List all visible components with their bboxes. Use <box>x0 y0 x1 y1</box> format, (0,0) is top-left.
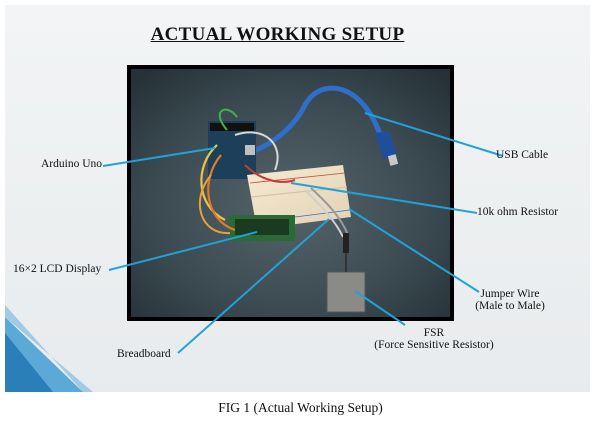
fsr-tail <box>343 233 349 253</box>
label-lcd: 16×2 LCD Display <box>13 263 102 275</box>
wire-red <box>244 164 296 183</box>
label-jumper: Jumper Wire (Male to Male) <box>473 288 547 312</box>
accent-stripe-dark <box>5 333 53 392</box>
wire-green <box>218 108 238 131</box>
label-arduino: Arduino Uno <box>41 158 103 170</box>
label-fsr: FSR (Force Sensitive Resistor) <box>367 327 501 351</box>
wire-orange <box>207 154 236 232</box>
leader-lines <box>102 112 504 354</box>
label-jumper-line1: Jumper Wire <box>480 288 540 300</box>
leader-fsr <box>354 290 406 326</box>
usb-connector <box>387 154 399 166</box>
arduino-header <box>210 123 254 131</box>
slide-artwork <box>5 65 504 392</box>
label-resistor: 10k ohm Resistor <box>477 206 559 218</box>
leader-arduino <box>102 147 216 167</box>
wire-to-fsr-a <box>304 189 344 238</box>
wire-amber <box>198 174 231 235</box>
wire-to-fsr-b <box>310 187 349 236</box>
arduino-usb-port <box>245 145 255 155</box>
wire-white <box>234 131 279 171</box>
slide-title: ACTUAL WORKING SETUP <box>150 24 405 45</box>
leader-breadboard <box>177 218 330 354</box>
label-usb: USB Cable <box>496 149 549 161</box>
lcd-screen <box>235 219 289 235</box>
leader-resistor <box>290 182 478 214</box>
figure-caption: FIG 1 (Actual Working Setup) <box>218 400 383 415</box>
label-breadboard: Breadboard <box>117 348 171 360</box>
label-fsr-line2: (Force Sensitive Resistor) <box>374 339 494 351</box>
wire-yellow <box>200 144 226 221</box>
fsr-pad <box>326 271 366 313</box>
leader-jumper <box>348 208 480 293</box>
label-fsr-line1: FSR <box>423 327 445 339</box>
leader-usb <box>364 112 504 157</box>
slide: ACTUAL WORKING SETUP Arduino Uno 16×2 LC… <box>5 5 590 392</box>
usb-cable <box>240 85 386 158</box>
label-jumper-line2: (Male to Male) <box>475 300 545 312</box>
leader-lcd <box>108 231 258 271</box>
usb-plug <box>375 131 397 159</box>
breadboard-rail-red <box>249 172 346 184</box>
